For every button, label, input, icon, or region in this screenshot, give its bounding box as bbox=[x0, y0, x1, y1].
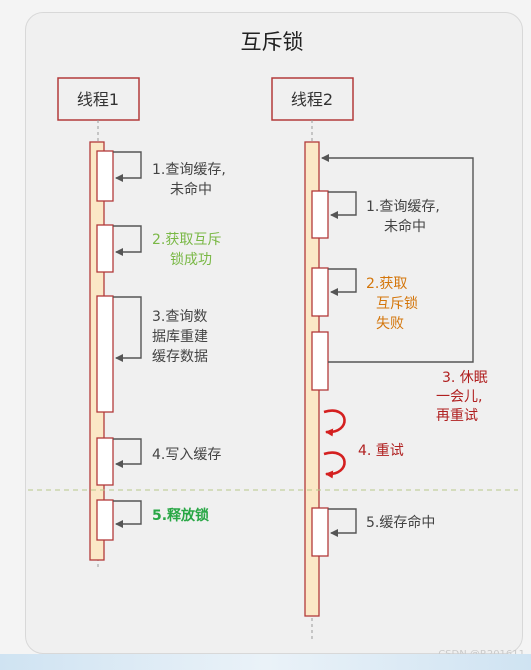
t2-step5-activation bbox=[311, 507, 329, 557]
t1-step5-arrow bbox=[113, 500, 142, 528]
t1-step1-activation bbox=[96, 150, 114, 202]
t1-step2-arrow bbox=[113, 225, 142, 256]
t1-step4-label: 4.写入缓存 bbox=[152, 447, 221, 463]
t2-step5-arrow bbox=[328, 508, 357, 537]
t1-step1-arrow bbox=[113, 151, 142, 182]
diagram-title: 互斥锁 bbox=[241, 30, 304, 54]
t1-step5-label: 5.释放锁 bbox=[152, 507, 209, 524]
thread-2-header-label: 线程2 bbox=[291, 90, 333, 109]
t1-step1-label: 1.查询缓存, 未命中 bbox=[152, 162, 230, 198]
t2-step3-label: 3. 休眠 一会儿, 再重试 bbox=[436, 370, 492, 424]
t1-step2-label: 2.获取互斥 锁成功 bbox=[152, 232, 226, 268]
t2-step3-activation bbox=[311, 331, 329, 391]
t2-step2-arrow bbox=[328, 268, 357, 296]
t1-step5-activation bbox=[96, 499, 114, 541]
thread-1-header-label: 线程1 bbox=[77, 90, 119, 109]
t1-step4-activation bbox=[96, 437, 114, 486]
t1-step4-arrow bbox=[113, 438, 142, 468]
retry-curl-icon-upper bbox=[323, 409, 346, 437]
t2-step2-activation bbox=[311, 267, 329, 317]
t2-step1-arrow bbox=[328, 191, 357, 219]
retry-curl-icon-lower bbox=[323, 451, 346, 479]
t2-step1-label: 1.查询缓存, 未命中 bbox=[366, 199, 444, 235]
t1-step3-arrow bbox=[113, 296, 142, 362]
t2-step1-activation bbox=[311, 190, 329, 239]
t1-step2-activation bbox=[96, 224, 114, 273]
t1-step3-activation bbox=[96, 295, 114, 413]
t2-step4-label: 4. 重试 bbox=[358, 443, 404, 459]
t2-step5-label: 5.缓存命中 bbox=[366, 514, 435, 531]
t2-step3-retry-loop-arrow bbox=[321, 154, 474, 363]
t1-step3-label: 3.查询数 据库重建 缓存数据 bbox=[152, 309, 212, 365]
t2-step2-label: 2.获取 互斥锁 失败 bbox=[366, 276, 422, 332]
bottom-edge-strip bbox=[0, 654, 531, 670]
